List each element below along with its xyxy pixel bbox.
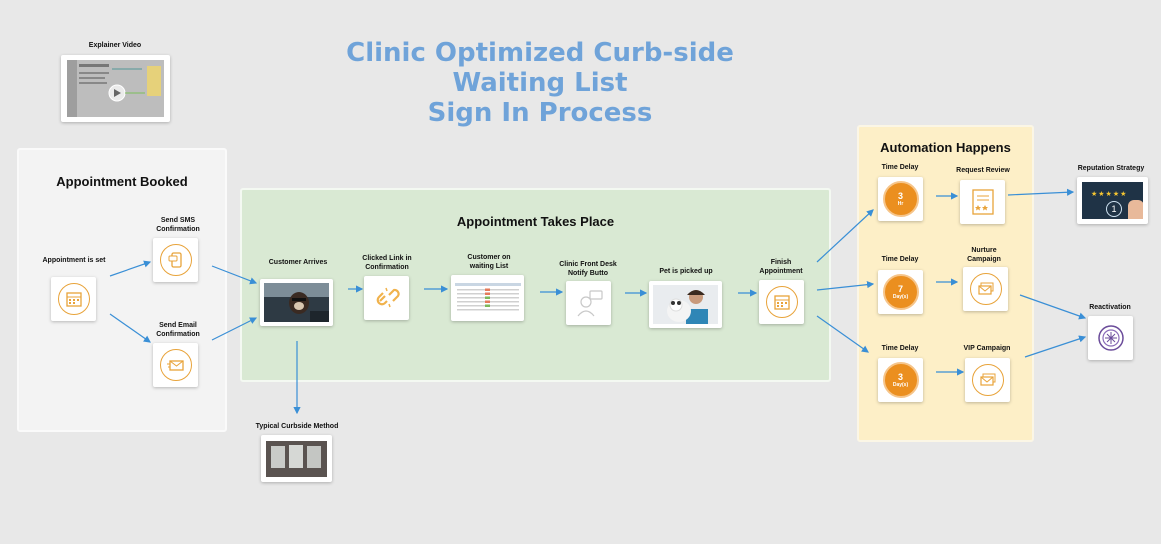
waiting-list-card[interactable] [451, 275, 524, 321]
reputation-strategy-card[interactable]: ★★★★★ 1 [1077, 177, 1148, 224]
pet-picked-up-card[interactable] [649, 281, 722, 328]
stopwatch-icon: 7 Day(s) [882, 274, 919, 310]
waiting-list-label: Customer on waiting List [467, 254, 511, 270]
time-delay-1-unit: Hr [897, 200, 904, 207]
vip-campaign-card[interactable] [965, 358, 1010, 402]
reactivation-target-icon [1097, 325, 1124, 351]
appointment-set-label: Appointment is set [42, 257, 106, 264]
title-line-2: Waiting List [452, 68, 628, 98]
reactivation-label: Reactivation [1089, 304, 1131, 311]
stopwatch-icon: 3 Hr [882, 181, 919, 217]
waiting-list-screenshot-icon [454, 279, 521, 317]
rating-stars: ★★★★★ [1091, 191, 1128, 198]
review-form-icon [971, 189, 994, 215]
rating-badge: 1 [1106, 201, 1122, 217]
stopwatch-icon: 3 Day(s) [882, 362, 919, 398]
email-stack-icon [969, 273, 1002, 305]
time-delay-2-card[interactable]: 7 Day(s) [878, 270, 923, 314]
title-line-1: Clinic Optimized Curb-side [346, 38, 734, 68]
email-send-icon [159, 349, 192, 381]
time-delay-2-label: Time Delay [881, 256, 919, 263]
broken-link-icon [376, 287, 400, 308]
send-email-label: Send Email Confirmation [156, 322, 200, 338]
rating-photo-icon: ★★★★★ 1 [1082, 182, 1143, 219]
title-line-3: Sign In Process [427, 98, 653, 128]
time-delay-1-number: 3 [897, 190, 903, 201]
time-delay-1-card[interactable]: 3 Hr [878, 177, 923, 221]
customer-arrives-label: Customer Arrives [268, 259, 328, 266]
clicked-link-label: Clicked Link in Confirmation [362, 255, 412, 271]
send-email-card[interactable] [153, 343, 198, 387]
customer-arrives-card[interactable] [260, 279, 333, 326]
front-desk-notify-card[interactable] [566, 281, 611, 325]
appointment-set-card[interactable] [51, 277, 96, 321]
email-stack-icon [971, 364, 1004, 396]
typical-curbside-card[interactable] [261, 435, 332, 482]
curbside-photo-icon [266, 440, 327, 477]
diagram-title: Clinic Optimized Curb-side Waiting List … [300, 38, 780, 128]
finish-appointment-label: Finish Appointment [759, 259, 803, 275]
chat-person-icon [577, 290, 603, 317]
calendar-icon [57, 283, 90, 315]
clicked-link-card[interactable] [364, 276, 409, 320]
dog-in-car-photo-icon [264, 283, 329, 322]
time-delay-2-unit: Day(s) [892, 293, 909, 300]
appointment-takes-place-title: Appointment Takes Place [456, 214, 615, 229]
send-sms-card[interactable] [153, 238, 198, 282]
video-screenshot-icon [67, 60, 164, 117]
explainer-video-label: Explainer Video [88, 42, 142, 49]
nurture-campaign-card[interactable] [963, 267, 1008, 311]
finish-appointment-card[interactable] [759, 280, 804, 324]
time-delay-2-number: 7 [897, 283, 903, 294]
typical-curbside-label: Typical Curbside Method [255, 423, 339, 430]
pet-picked-up-label: Pet is picked up [659, 268, 713, 275]
reputation-strategy-label: Reputation Strategy [1077, 165, 1145, 172]
appointment-booked-title: Appointment Booked [56, 174, 188, 189]
vet-with-dog-photo-icon [653, 285, 718, 324]
nurture-campaign-label: Nurture Campaign [967, 247, 1001, 263]
appointment-takes-place-panel: Appointment Takes Place [240, 188, 831, 382]
automation-happens-title: Automation Happens [880, 140, 1011, 155]
time-delay-3-number: 3 [897, 371, 903, 382]
time-delay-3-label: Time Delay [881, 345, 919, 352]
sms-phone-icon [159, 244, 192, 276]
front-desk-notify-label: Clinic Front Desk Notify Butto [559, 261, 617, 277]
time-delay-1-label: Time Delay [881, 164, 919, 171]
request-review-label: Request Review [956, 167, 1010, 174]
vip-campaign-label: VIP Campaign [963, 345, 1011, 352]
request-review-card[interactable] [960, 180, 1005, 224]
calendar-check-icon [765, 286, 798, 318]
time-delay-3-unit: Day(s) [892, 381, 909, 388]
time-delay-3-card[interactable]: 3 Day(s) [878, 358, 923, 402]
explainer-video-thumbnail[interactable] [61, 55, 170, 122]
reactivation-card[interactable] [1088, 316, 1133, 360]
send-sms-label: Send SMS Confirmation [156, 217, 200, 233]
